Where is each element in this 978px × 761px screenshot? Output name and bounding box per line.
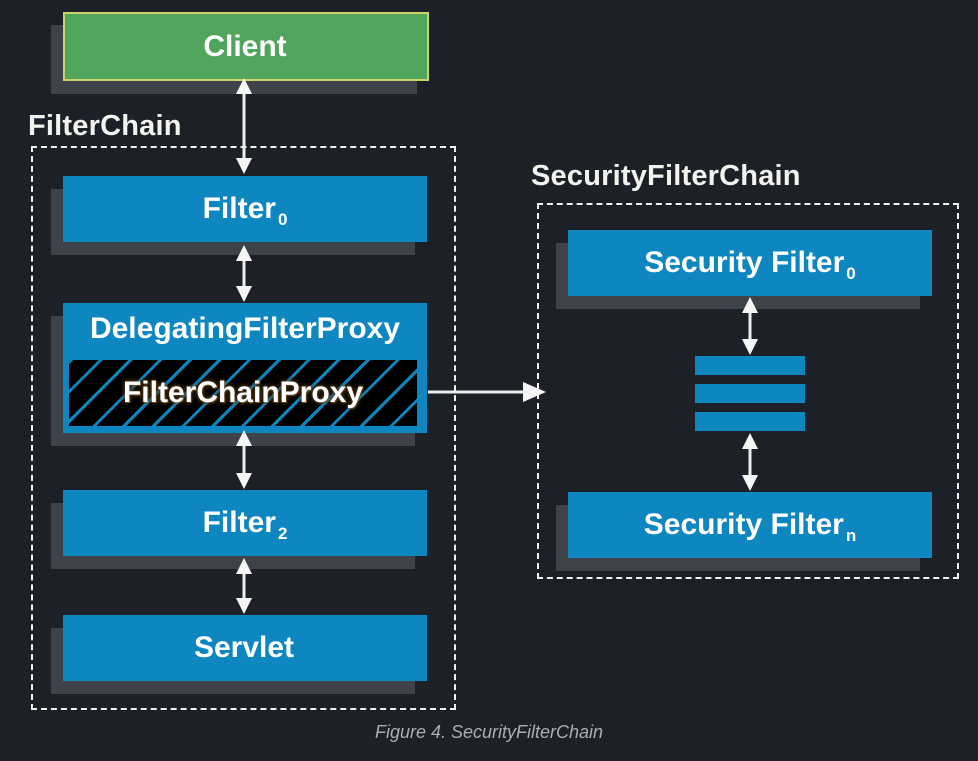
- node-label: Filter: [202, 506, 276, 539]
- figure-caption: Figure 4. SecurityFilterChain: [374, 722, 604, 742]
- node-subscript: n: [845, 526, 857, 545]
- filter-placeholder-bar: [695, 384, 805, 403]
- delegating-filter-proxy-node: DelegatingFilterProxy FilterChainProxy: [63, 303, 427, 433]
- node-subscript: 0: [277, 210, 288, 229]
- client-node: Client: [63, 12, 429, 81]
- node-label: FilterChainProxy: [122, 376, 364, 409]
- node-label: Servlet: [193, 631, 295, 664]
- filter-chain-proxy-node: FilterChainProxy: [67, 358, 419, 428]
- node-label: Filter: [202, 192, 276, 225]
- node-label: Security Filter: [644, 246, 845, 279]
- security-filter-chain-label: SecurityFilterChain: [531, 160, 801, 192]
- node-label: Security Filter: [643, 508, 844, 541]
- node-label: DelegatingFilterProxy: [89, 312, 401, 345]
- filter-placeholder-bar: [695, 356, 805, 375]
- filter-placeholder-bar: [695, 412, 805, 431]
- servlet-node: Servlet: [63, 615, 427, 681]
- node-subscript: 0: [846, 264, 856, 283]
- node-label: Client: [203, 29, 287, 63]
- node-subscript: 2: [277, 524, 288, 543]
- filter-chain-label: FilterChain: [28, 110, 182, 142]
